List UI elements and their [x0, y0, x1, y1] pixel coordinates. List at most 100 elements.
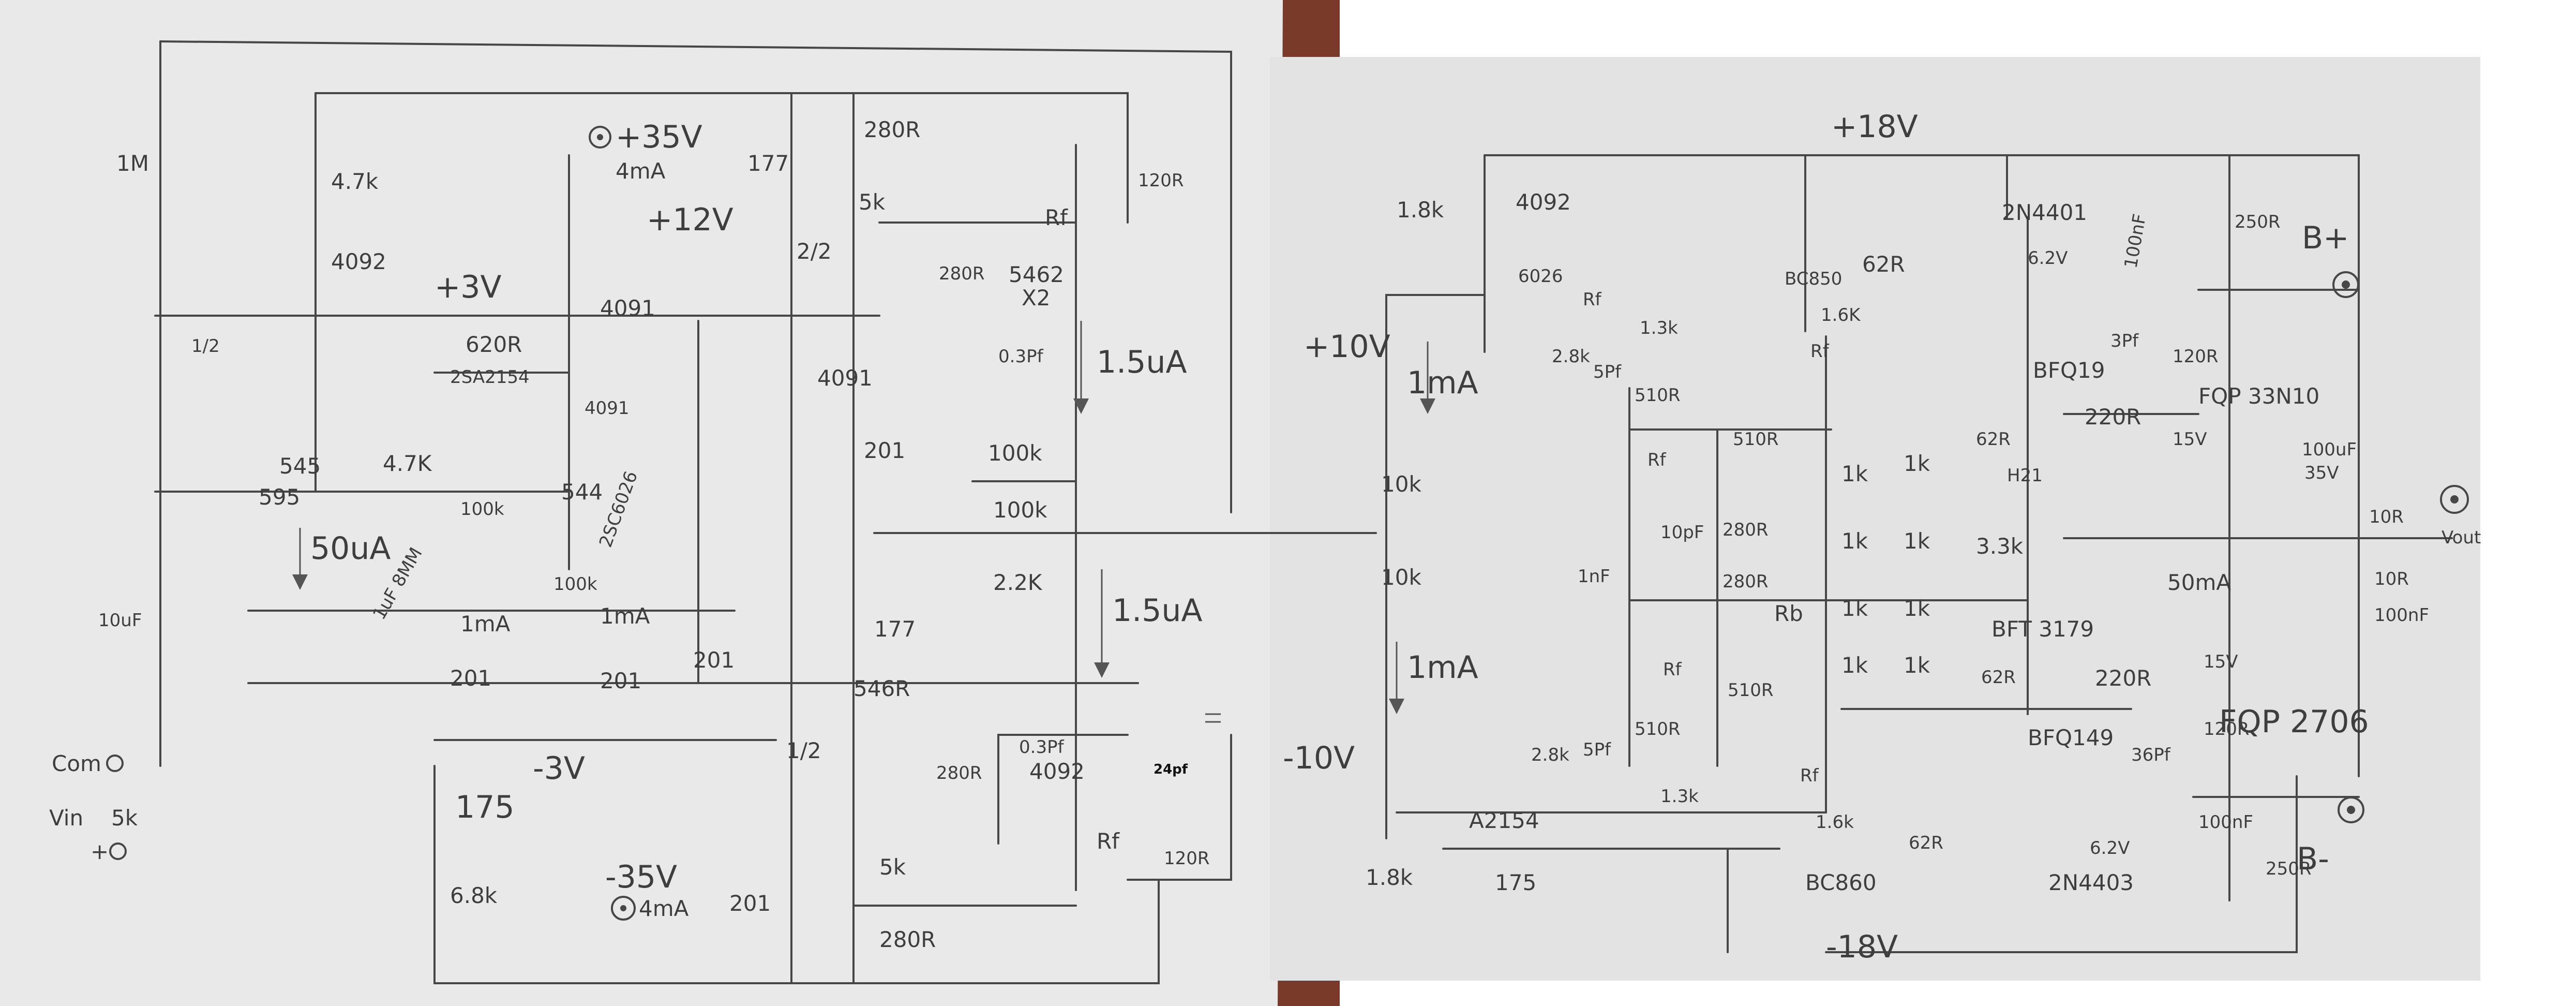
r-1k6-bot: 1.6k [1816, 812, 1854, 833]
com-terminal [106, 754, 124, 772]
r-rf-e: Rf [1800, 765, 1819, 786]
r-62r-bot: 62R [1909, 833, 1943, 853]
pos3-rail-label: +3V [435, 269, 502, 305]
c-2sa2154: 2SA2154 [450, 367, 530, 388]
c-4091-mid: 4091 [817, 365, 873, 391]
c-545: 545 [279, 453, 321, 479]
bminus-label: B- [2297, 841, 2329, 877]
r-510r-a: 510R [1635, 385, 1681, 406]
r-3k3: 3.3k [1976, 534, 2024, 559]
neg35-terminal [611, 896, 636, 921]
bplus-label: B+ [2302, 220, 2349, 256]
c-280r-top: 280R [864, 117, 920, 142]
c-201-a: 201 [450, 665, 491, 691]
r-1k-a: 1k [1841, 461, 1868, 486]
bminus-terminal [2338, 796, 2364, 823]
current-1p5ua-b: 1.5uA [1112, 593, 1203, 629]
r-5pf-bot: 5Pf [1583, 739, 1611, 760]
r-10pf: 10pF [1660, 522, 1704, 543]
c-201-mid: 201 [864, 438, 905, 463]
r-bft3179: BFT 3179 [1991, 616, 2094, 642]
current-1p5ua-a: 1.5uA [1097, 344, 1187, 380]
r-10r-a: 10R [2369, 507, 2404, 527]
r-1k8-top: 1.8k [1397, 197, 1444, 223]
neg10-rail-label: -10V [1283, 740, 1355, 776]
r-5pf-top: 5Pf [1593, 362, 1622, 382]
pos12-rail-label: +12V [647, 202, 733, 238]
r-15v-top: 15V [2173, 429, 2207, 450]
c-620r: 620R [466, 332, 522, 357]
r-a2154: A2154 [1469, 808, 1539, 833]
c-280r-mid: 280R [939, 263, 985, 284]
c-544: 544 [561, 479, 603, 505]
r-rf-a: Rf [1583, 289, 1602, 310]
r-1k3-top: 1.3k [1640, 318, 1678, 338]
c-10uf: 10uF [98, 610, 142, 631]
r-100nf-bot: 100nF [2198, 812, 2253, 833]
left-sheet-wiring [154, 40, 1377, 984]
c-100k-b: 100k [553, 574, 597, 595]
c-rf-top: Rf [1045, 205, 1068, 230]
c-1m: 1M [116, 151, 149, 176]
r-280r-a: 280R [1723, 520, 1769, 540]
neg35-current-label: 4mA [639, 896, 689, 921]
r-100nf-top: 100nF [2120, 212, 2150, 270]
current-1ma-a: 1mA [460, 611, 511, 637]
r-rb: Rb [1774, 601, 1803, 626]
c-rf-bot: Rf [1097, 829, 1120, 854]
r-fqp33n10: FQP 33N10 [2198, 383, 2319, 409]
c-175-left: 175 [455, 789, 515, 825]
r-120r-top: 120R [2173, 346, 2219, 367]
c-5462: 5462 [1009, 262, 1064, 287]
c-5k-vin: 5k [111, 805, 138, 831]
vin-label: Vin [49, 805, 83, 831]
r-rf-b: Rf [1810, 341, 1830, 362]
c-177-top: 177 [747, 151, 789, 176]
c-595: 595 [259, 484, 300, 510]
r-10k-b: 10k [1381, 565, 1421, 590]
r-2n4403: 2N4403 [2048, 870, 2134, 895]
r-120r-bot: 120R [2204, 719, 2250, 739]
r-2n4401: 2N4401 [2002, 200, 2087, 225]
r-1k-c: 1k [1841, 528, 1868, 554]
r-510r-c: 510R [1728, 680, 1774, 701]
r-62r-low: 62R [1981, 667, 2016, 688]
r-62r-mid: 62R [1976, 429, 2011, 450]
c-2-2: 2/2 [797, 239, 832, 264]
pos35-terminal [589, 126, 611, 149]
c-2k2: 2.2K [993, 570, 1043, 595]
c-201-c: 201 [693, 647, 735, 673]
left-paper-sheet [0, 0, 1283, 1006]
r-15v-bot: 15V [2204, 652, 2238, 672]
r-bc850: BC850 [1785, 269, 1842, 289]
r-510r-b: 510R [1733, 429, 1779, 450]
c-0p3pf-bot: 0.3Pf [1019, 737, 1065, 758]
c-4k7-mid: 4.7K [383, 451, 432, 476]
c-201-bot: 201 [729, 891, 771, 916]
c-4091-b: 4091 [585, 398, 630, 419]
r-1k8-bot: 1.8k [1366, 865, 1413, 890]
c-0p3pf-top: 0.3Pf [998, 346, 1044, 367]
r-1k-e: 1k [1841, 596, 1868, 621]
plus-label: + [91, 839, 109, 864]
r-280r-b: 280R [1723, 571, 1769, 592]
r-35v: 35V [2304, 463, 2339, 483]
c-x2: X2 [1022, 285, 1051, 310]
plus-terminal [109, 842, 127, 860]
r-rf-d: Rf [1663, 659, 1682, 680]
c-4k7-top: 4.7k [331, 169, 379, 194]
r-62r-top: 62R [1862, 252, 1905, 277]
r-1k-g: 1k [1841, 653, 1868, 678]
current-1ma-bot: 1mA [1407, 649, 1478, 686]
pos10-rail-label: +10V [1304, 329, 1390, 365]
r-1k3-bot: 1.3k [1660, 786, 1699, 807]
c-4091-a: 4091 [600, 295, 655, 321]
right-sheet-labels: +18V -18V +10V -10V 1mA 1mA B+ B- Vout 1… [1283, 109, 2481, 965]
r-6026: 6026 [1518, 266, 1563, 287]
left-sheet-labels: +35V 4mA -35V 4mA +12V +3V -3V 50uA 1mA … [49, 117, 1210, 952]
current-50ua: 50uA [310, 530, 391, 567]
r-250r-top: 250R [2235, 212, 2281, 232]
c-546r: 546R [853, 676, 910, 701]
c-4092-bot: 4092 [1029, 759, 1085, 784]
